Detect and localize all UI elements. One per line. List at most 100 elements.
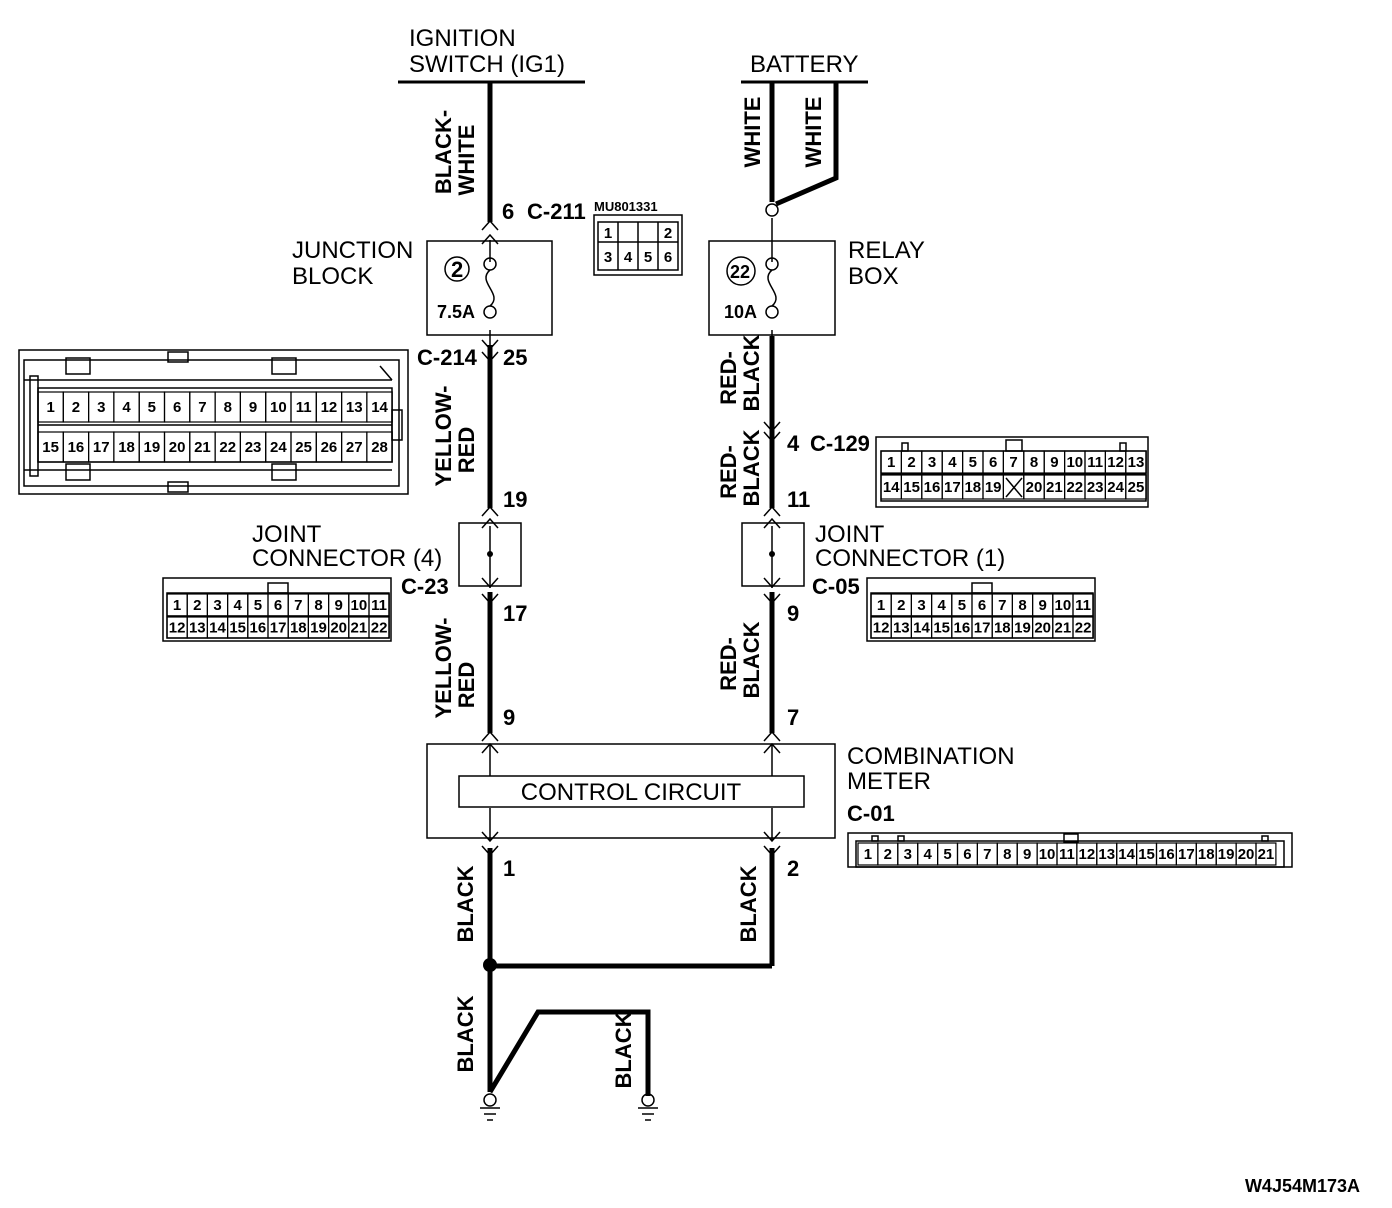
pin-number: 17 [974, 620, 991, 637]
c01-pin-cell: 3 [897, 842, 919, 866]
c23-pin-cell: 11 [368, 593, 390, 617]
c214-pin-cell: 11 [290, 391, 317, 423]
pin-number: 6 [978, 597, 986, 614]
pin-number: 17 [93, 439, 110, 456]
pin-number: 16 [924, 479, 941, 496]
c129-pin-cell: 16 [921, 474, 943, 500]
joint-connector-4-box [458, 522, 522, 587]
c211-pin-number: 2 [664, 225, 672, 242]
c01-pin-cell: 8 [996, 842, 1018, 866]
pin-number: 9 [1050, 454, 1058, 471]
c01-pin-right-out: 2 [787, 856, 799, 881]
pin-number: 15 [1138, 846, 1155, 863]
c214-pin-cell: 17 [87, 431, 115, 463]
pin-number: 16 [68, 439, 85, 456]
pin-number: 4 [938, 597, 947, 614]
pin-number: 18 [118, 439, 135, 456]
c01-pin-cell: 12 [1076, 842, 1098, 866]
c01-pin-cell: 17 [1175, 842, 1197, 866]
pin-number: 20 [1238, 846, 1255, 863]
c05-code: C-05 [812, 574, 860, 599]
pin-number: 3 [97, 399, 105, 416]
pin-number: 25 [1128, 479, 1145, 496]
pin-number: 13 [1128, 454, 1145, 471]
c01-code: C-01 [847, 801, 895, 826]
c214-pin-cell: 25 [290, 431, 317, 463]
wire-label-black-4: BLACK [611, 1011, 636, 1088]
connector-c211-face [593, 214, 683, 276]
c129-pin-cell: 17 [941, 474, 964, 500]
c129-pin-cell: 7 [1002, 450, 1025, 474]
ground-symbol-right [638, 1093, 658, 1121]
pin-number: 1 [877, 597, 885, 614]
pin-number: 8 [224, 399, 232, 416]
pin-number: 12 [873, 620, 890, 637]
c01-pin-cell: 2 [877, 842, 899, 866]
c214-pin-cell: 7 [189, 391, 216, 423]
combination-meter-box [426, 743, 836, 839]
c23-pin-cell: 7 [287, 593, 310, 617]
wire-label-red-black-3a: RED- [716, 637, 741, 691]
pin-number: 17 [1178, 846, 1195, 863]
pin-number: 8 [1018, 597, 1026, 614]
c01-pin-cell: 20 [1235, 842, 1257, 866]
pin-number: 4 [122, 399, 131, 416]
c05-pin-cell: 8 [1011, 593, 1034, 617]
c23-pin-cell: 19 [307, 616, 330, 639]
fuse-22-element [767, 269, 777, 307]
pin-number: 15 [933, 620, 950, 637]
c214-pin-cell: 14 [366, 391, 393, 423]
pin-number: 3 [928, 454, 936, 471]
pin-number: 14 [1118, 846, 1135, 863]
c214-pin-cell: 18 [113, 431, 140, 463]
fuse-2-rating: 7.5A [437, 302, 475, 322]
pin-number: 5 [969, 454, 977, 471]
combination-meter-label-1: COMBINATION [847, 743, 1015, 770]
pin-number: 3 [917, 597, 925, 614]
wire-label-yellow-red-upper-2: RED [454, 427, 479, 473]
c05-pin-cell: 22 [1072, 616, 1094, 639]
c05-pin-cell: 6 [971, 593, 993, 617]
c05-pin-cell: 18 [991, 616, 1014, 639]
pin-number: 15 [42, 439, 59, 456]
pin-number: 11 [1059, 846, 1075, 863]
pin-number: 4 [234, 597, 243, 614]
pin-number: 5 [958, 597, 966, 614]
c05-pin-cell: 1 [870, 593, 892, 617]
pin-number: 7 [998, 597, 1006, 614]
c129-pin-cell: 3 [921, 450, 943, 474]
pin-number: 2 [884, 846, 892, 863]
pin-number: 18 [290, 620, 307, 637]
c129-pin-cell: 24 [1104, 474, 1127, 500]
c23-pin-cell: 17 [267, 616, 289, 639]
c05-pin-cell: 9 [1031, 593, 1054, 617]
connector-c214-face [18, 349, 409, 495]
ground-symbol-left [480, 1093, 500, 1121]
pin-number: 24 [270, 439, 287, 456]
junction-block [426, 240, 553, 336]
joint-connector-4-dot [487, 551, 493, 557]
c05-pin-cell: 3 [910, 593, 933, 617]
c01-pin-cell: 4 [917, 842, 939, 866]
c23-pin-out: 17 [503, 601, 527, 626]
c214-pin-cell: 22 [214, 431, 242, 463]
c23-pin-cell: 22 [368, 616, 390, 639]
c01-pin-left-in: 9 [503, 705, 515, 730]
pin-number: 16 [954, 620, 971, 637]
pin-number: 11 [371, 597, 387, 614]
c211-pin-number: 3 [604, 249, 612, 266]
pin-number: 25 [295, 439, 312, 456]
pin-number: 1 [46, 399, 54, 416]
pin-number: 7 [198, 399, 206, 416]
c01-pin-cell: 10 [1036, 842, 1058, 866]
fuse-2-badge [444, 256, 470, 282]
c05-pin-cell: 15 [930, 616, 953, 639]
c05-pin-cell: 16 [951, 616, 973, 639]
c211-pin-number: 1 [604, 225, 612, 242]
c01-pin-cell: 1 [857, 842, 879, 866]
c23-pin-cell: 21 [348, 616, 370, 639]
c214-pin-cell: 8 [214, 391, 242, 423]
wire-label-white-left: WHITE [740, 97, 765, 168]
splice-point [483, 958, 497, 972]
c23-pin-cell: 4 [227, 593, 249, 617]
